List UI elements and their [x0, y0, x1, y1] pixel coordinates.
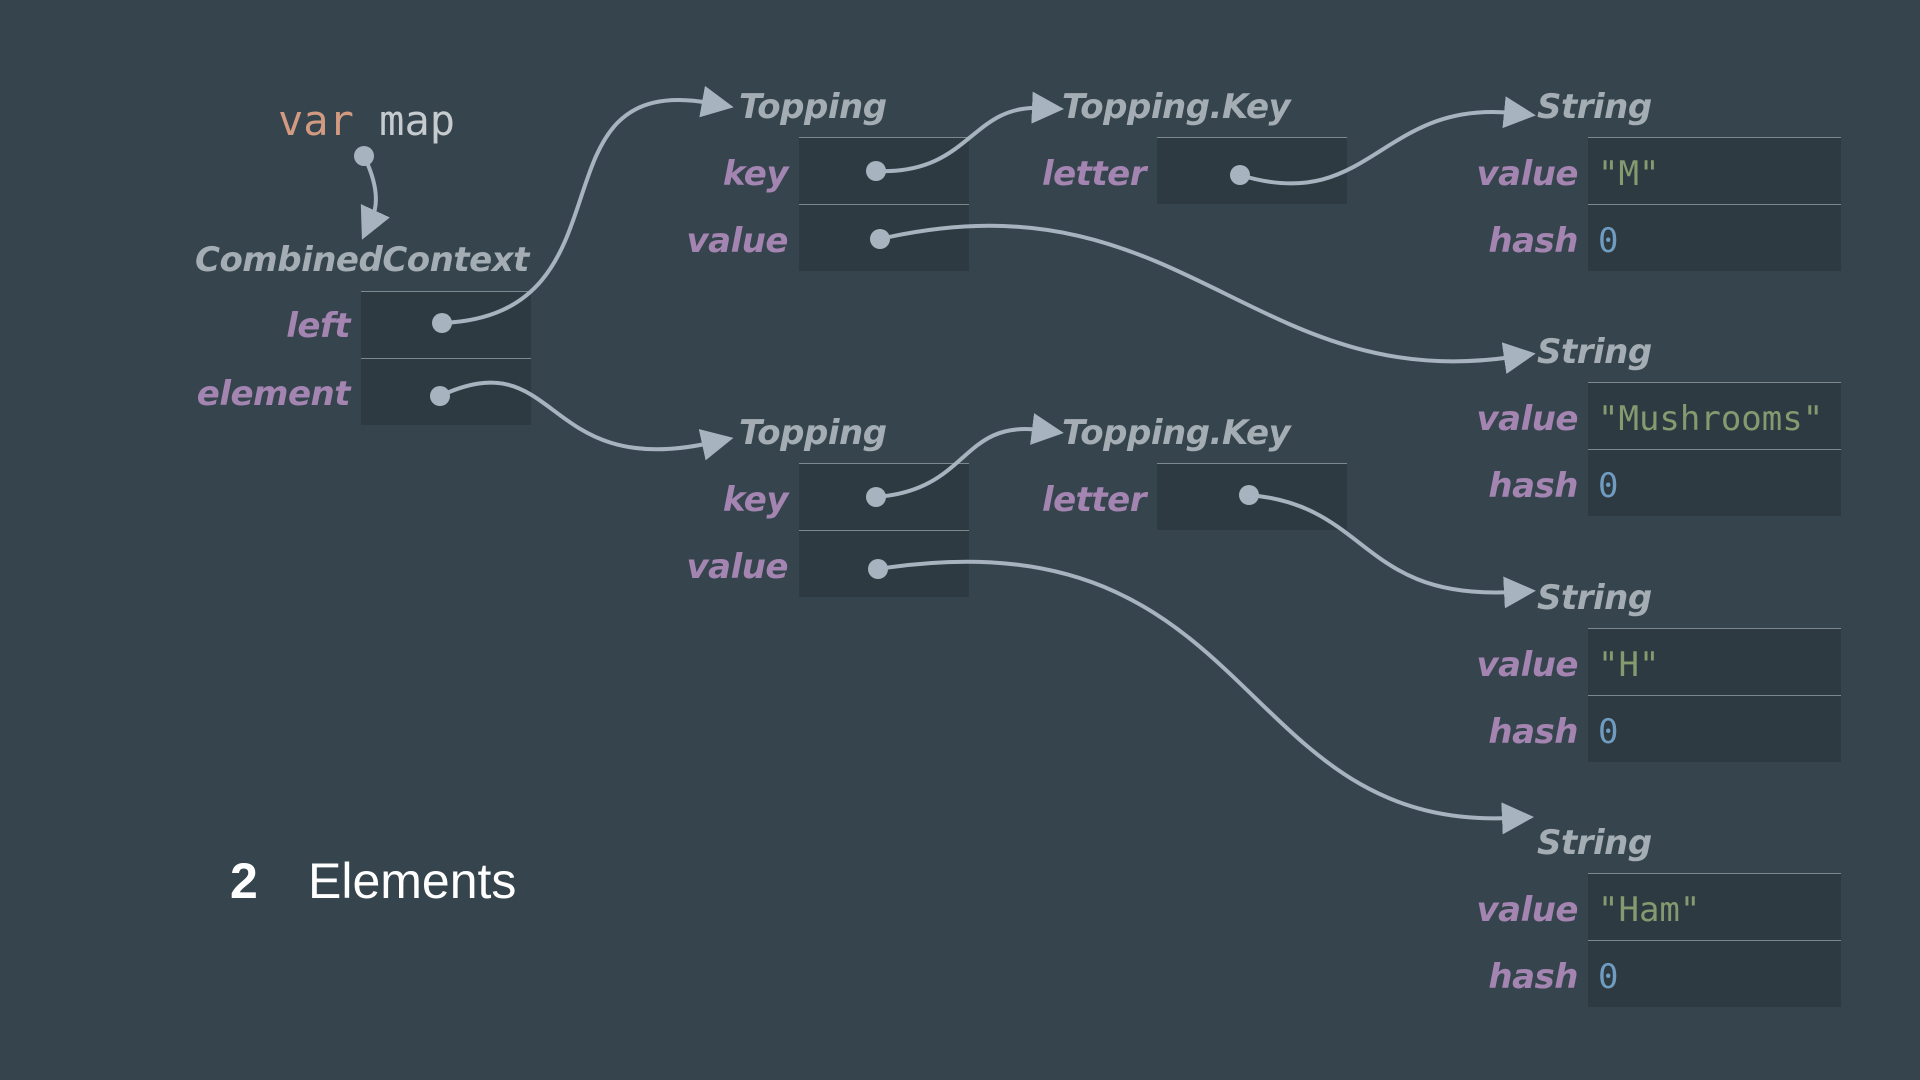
string-3-header-divider: [1588, 628, 1841, 629]
topping-2-key-label: key: [722, 480, 789, 520]
combined-context-left-label: left: [286, 306, 350, 346]
string-3-field-divider: [1588, 695, 1841, 696]
topping-2-type-label: Topping: [739, 413, 887, 453]
topping-2-key-cell: [799, 464, 969, 530]
element-count-label: Elements: [308, 853, 517, 909]
variable-name: map: [379, 96, 456, 145]
topping-key-2-letter-cell: [1157, 464, 1347, 530]
topping-1-field-divider: [799, 204, 969, 205]
string-4-value-label: value: [1476, 890, 1578, 930]
string-3-value-cell: [1588, 629, 1841, 695]
combined-context-left-cell: [361, 292, 531, 358]
arrow-topping-2-value-to-string-ham: [876, 559, 1534, 835]
topping-key-2-header-divider: [1157, 463, 1347, 464]
topping-1-type-label: Topping: [739, 87, 887, 127]
string-2-hash-cell: [1588, 450, 1841, 516]
string-3-hash: 0: [1598, 712, 1619, 752]
string-1-type-label: String: [1537, 87, 1652, 127]
topping-key-1-letter-label: letter: [1041, 154, 1147, 194]
combined-context-type-label: CombinedContext: [195, 240, 529, 280]
topping-2-value-cell: [799, 531, 969, 597]
string-1-hash: 0: [1598, 221, 1619, 261]
element-count-number: 2: [230, 853, 258, 909]
topping-2-field-divider: [799, 530, 969, 531]
map-reference-dot: [354, 146, 374, 166]
combined-context-element-label: element: [196, 374, 351, 414]
string-1-value: "M": [1598, 154, 1660, 194]
topping-key-1-type-label: Topping.Key: [1062, 87, 1291, 127]
string-2-header-divider: [1588, 382, 1841, 383]
string-4-value-cell: [1588, 874, 1841, 940]
topping-1-key-label: key: [722, 154, 789, 194]
topping-key-1-letter-cell: [1157, 138, 1347, 204]
string-4-field-divider: [1588, 940, 1841, 941]
arrow-left-to-topping-1: [440, 85, 734, 325]
string-2-hash: 0: [1598, 466, 1619, 506]
topping-1-value-cell: [799, 205, 969, 271]
topping-2-value-label: value: [686, 547, 788, 587]
topping-key-2-letter-label: letter: [1041, 480, 1147, 520]
string-1-value-cell: [1588, 138, 1841, 204]
var-keyword: var: [278, 96, 354, 145]
string-2-value-label: value: [1476, 399, 1578, 439]
string-1-hash-cell: [1588, 205, 1841, 271]
string-3-hash-label: hash: [1488, 712, 1578, 752]
variable-declaration: var map: [278, 100, 455, 142]
string-2-type-label: String: [1537, 332, 1652, 372]
topping-key-2-type-label: Topping.Key: [1062, 413, 1291, 453]
topping-1-key-cell: [799, 138, 969, 204]
string-4-hash-label: hash: [1488, 957, 1578, 997]
string-3-value-label: value: [1476, 645, 1578, 685]
string-2-hash-label: hash: [1488, 466, 1578, 506]
string-4-header-divider: [1588, 873, 1841, 874]
string-1-field-divider: [1588, 204, 1841, 205]
combined-context-field-divider: [361, 358, 531, 359]
string-3-value: "H": [1598, 645, 1660, 685]
string-4-value: "Ham": [1598, 890, 1701, 930]
string-2-field-divider: [1588, 449, 1841, 450]
string-1-hash-label: hash: [1488, 221, 1578, 261]
arrow-map-to-combined-context: [360, 154, 390, 240]
string-1-value-label: value: [1476, 154, 1578, 194]
string-2-value-cell: [1588, 383, 1841, 449]
combined-context-element-cell: [361, 359, 531, 425]
string-4-hash-cell: [1588, 941, 1841, 1007]
string-2-value: "Mushrooms": [1598, 399, 1824, 439]
string-4-type-label: String: [1537, 823, 1652, 863]
topping-1-value-label: value: [686, 221, 788, 261]
string-1-header-divider: [1588, 137, 1841, 138]
string-3-hash-cell: [1588, 696, 1841, 762]
string-3-type-label: String: [1537, 578, 1652, 618]
string-4-hash: 0: [1598, 957, 1619, 997]
